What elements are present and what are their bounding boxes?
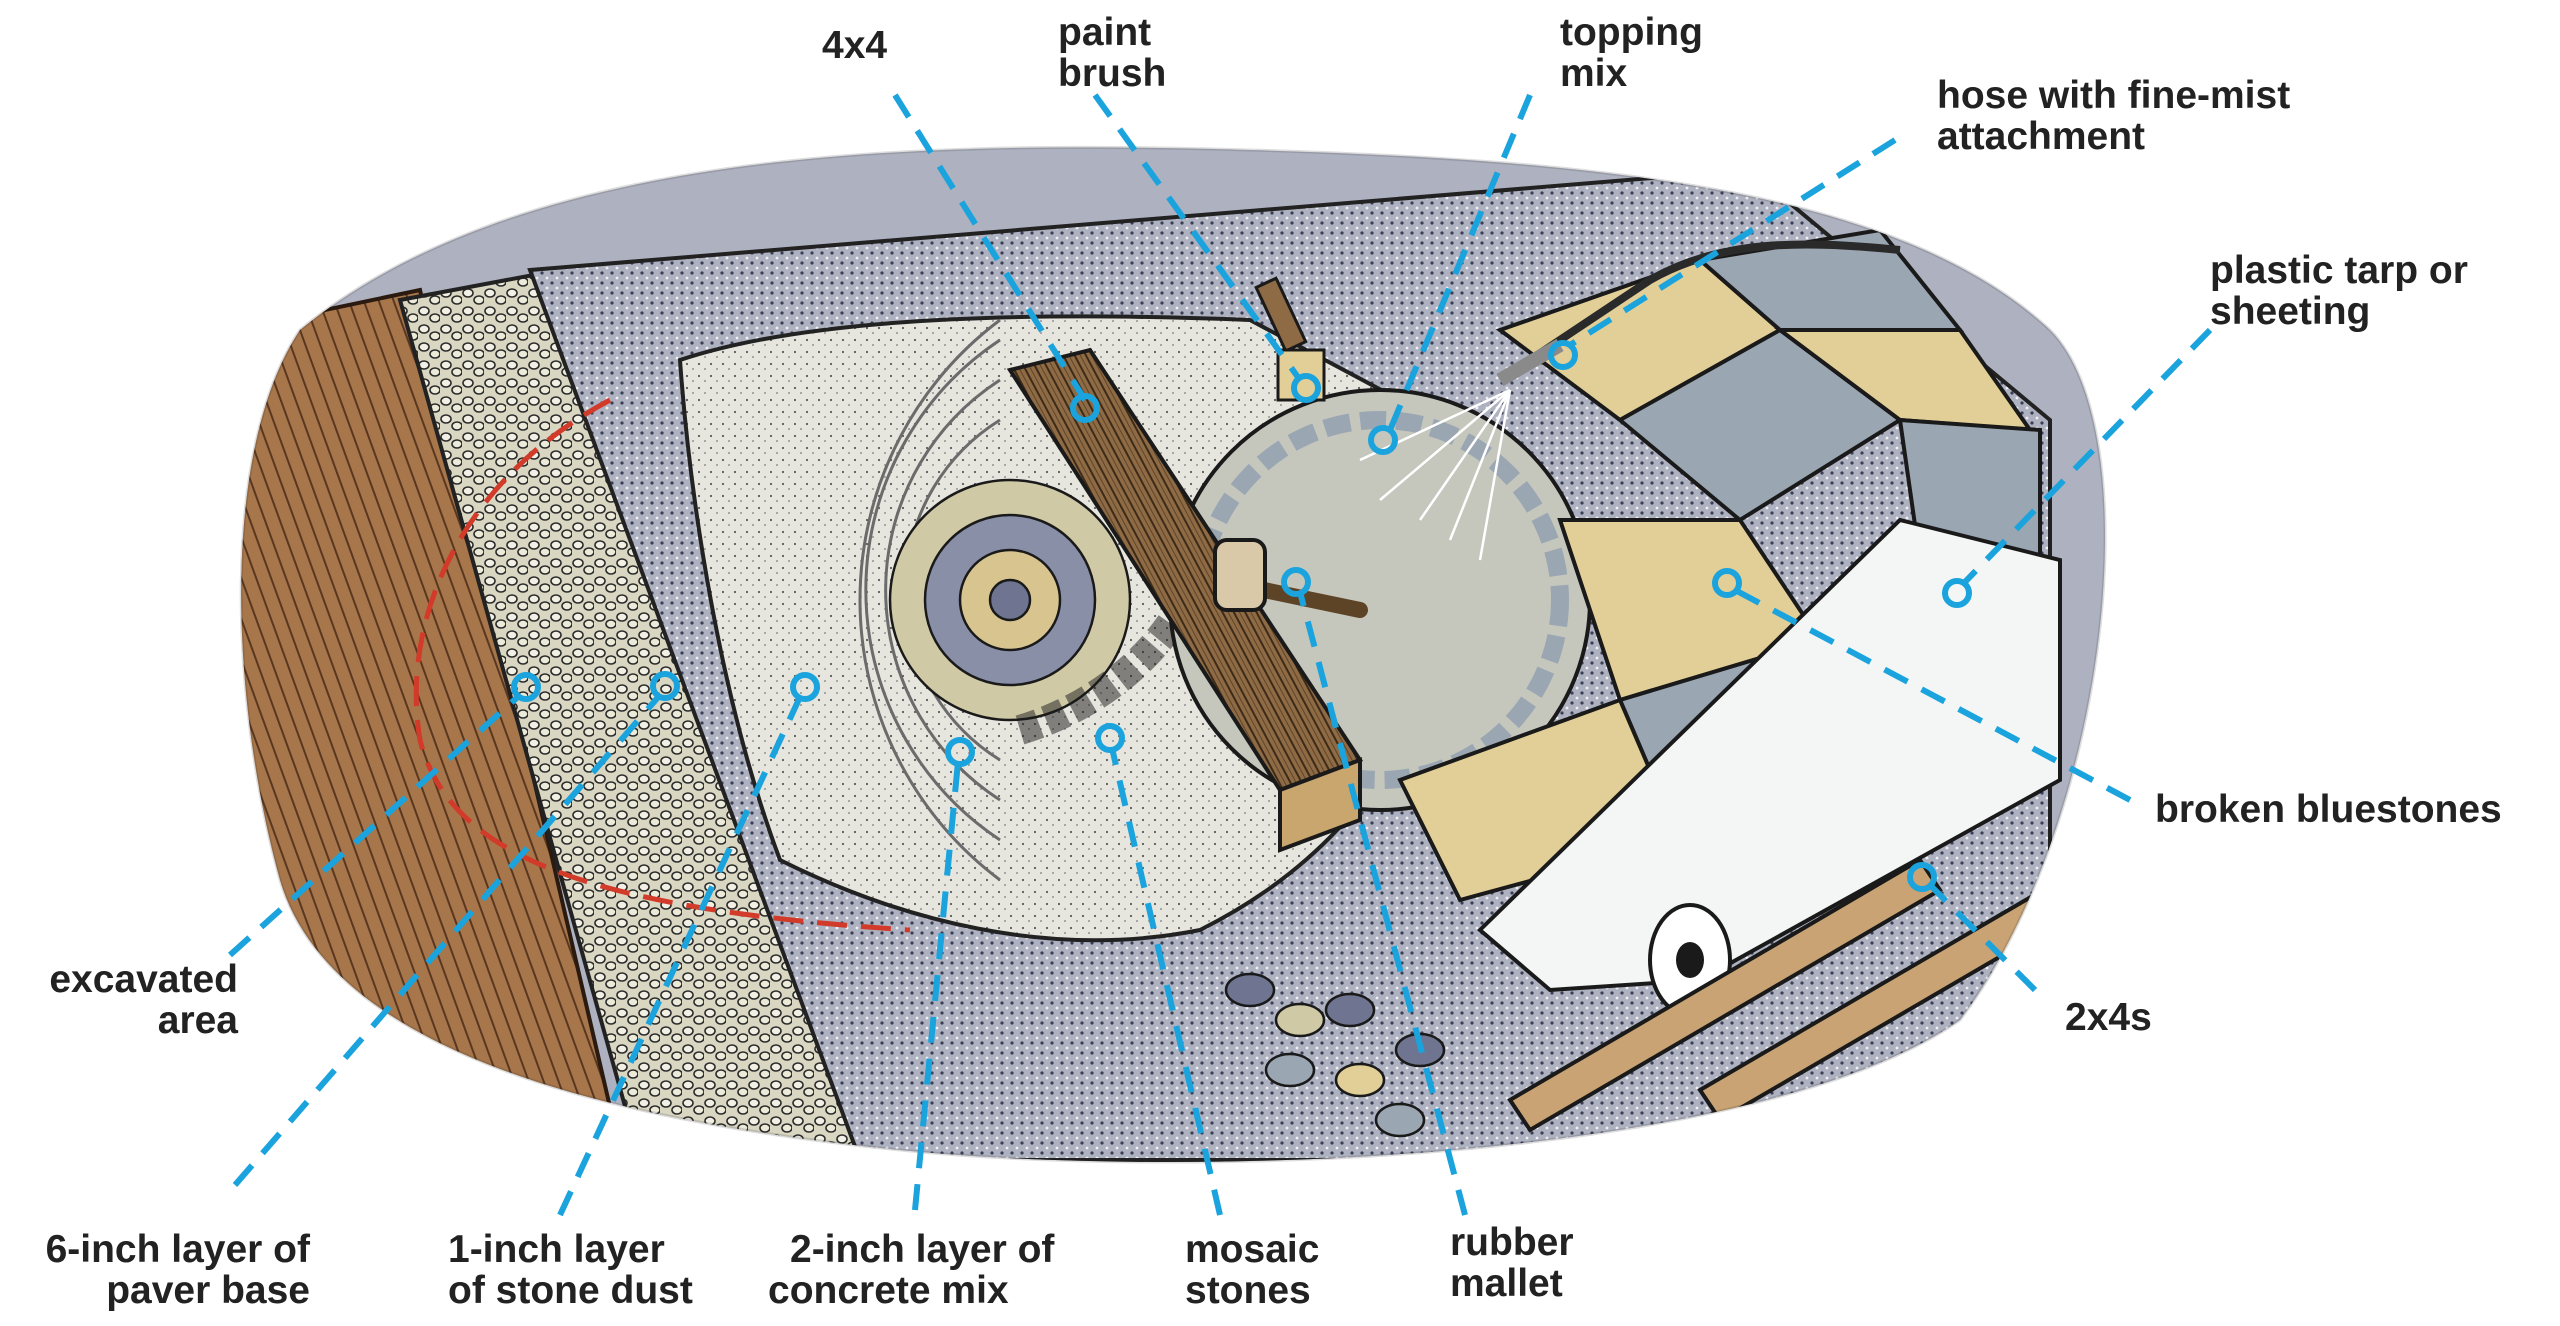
callout-hose <box>1548 340 1578 370</box>
label-mallet-line1: rubber <box>1450 1221 1574 1264</box>
leader-tarp <box>1959 327 2213 588</box>
label-stone-dust-line2: of stone dust <box>448 1269 693 1312</box>
leader-mallet <box>1297 591 1468 1216</box>
label-excavated-line1: excavated <box>49 958 238 1001</box>
label-tarp-line1: plastic tarp or <box>2210 249 2468 292</box>
excavation-line <box>413 397 911 933</box>
label-mallet-line2: mallet <box>1450 1262 1563 1305</box>
leader-concrete <box>912 761 961 1211</box>
label-mosaic-line1: mosaic <box>1185 1228 1319 1271</box>
leader-bluestones <box>1733 587 2132 803</box>
label-topping-mix-line2: mix <box>1560 52 1628 95</box>
leader-hose <box>1568 137 1897 348</box>
label-4x4: 4x4 <box>822 24 887 67</box>
illustration-outline <box>239 145 2107 1164</box>
mosaic-stones <box>888 478 1225 745</box>
leader-2x4s <box>1927 882 2038 993</box>
labels: 4x4 paint brush topping mix hose with fi… <box>46 11 2502 1312</box>
callout-excavated <box>511 672 541 702</box>
four-by-four-timber <box>1006 347 1364 853</box>
callout-paver-base <box>650 671 680 701</box>
callout-concrete <box>945 737 975 767</box>
illustration <box>241 147 2106 1163</box>
leaders <box>227 93 2213 1217</box>
label-mosaic-line2: stones <box>1185 1269 1311 1312</box>
label-hose-line2: attachment <box>1937 115 2145 158</box>
label-broken-bluestones: broken bluestones <box>2155 788 2502 831</box>
plastic-tarp-illustration <box>1477 517 2062 1017</box>
callout-topping-mix <box>1368 425 1398 455</box>
label-concrete-line2: concrete mix <box>768 1269 1009 1312</box>
leader-4x4 <box>892 93 1088 402</box>
label-stone-dust-line1: 1-inch layer <box>448 1228 665 1271</box>
label-excavated-line2: area <box>158 999 239 1042</box>
leader-mosaic <box>1109 747 1223 1216</box>
label-tarp-line2: sheeting <box>2210 290 2370 333</box>
leader-stone-dust <box>557 695 803 1217</box>
callout-mallet <box>1281 567 1311 597</box>
callout-paint-brush <box>1291 373 1321 403</box>
leader-paint-brush <box>1092 93 1303 382</box>
label-topping-mix-line1: topping <box>1560 11 1703 54</box>
label-paver-base-line2: paver base <box>106 1269 310 1312</box>
leader-paver-base <box>232 693 663 1187</box>
callout-bluestones <box>1712 568 1742 598</box>
label-paint-brush-line1: paint <box>1058 11 1151 54</box>
callout-tarp <box>1942 578 1972 608</box>
leader-excavated <box>227 692 523 958</box>
two-by-fours-illustration <box>1507 857 2083 1133</box>
callout-2x4s <box>1907 862 1937 892</box>
callout-mosaic <box>1095 723 1125 753</box>
label-2x4s: 2x4s <box>2065 996 2152 1039</box>
leader-topping-mix <box>1387 93 1533 432</box>
label-concrete-line1: 2-inch layer of <box>790 1228 1055 1271</box>
label-hose-line1: hose with fine-mist <box>1937 74 2290 117</box>
callout-4x4 <box>1070 393 1100 423</box>
label-paint-brush-line2: brush <box>1058 52 1166 95</box>
label-paver-base-line1: 6-inch layer of <box>46 1228 311 1271</box>
callout-stone-dust <box>790 672 820 702</box>
